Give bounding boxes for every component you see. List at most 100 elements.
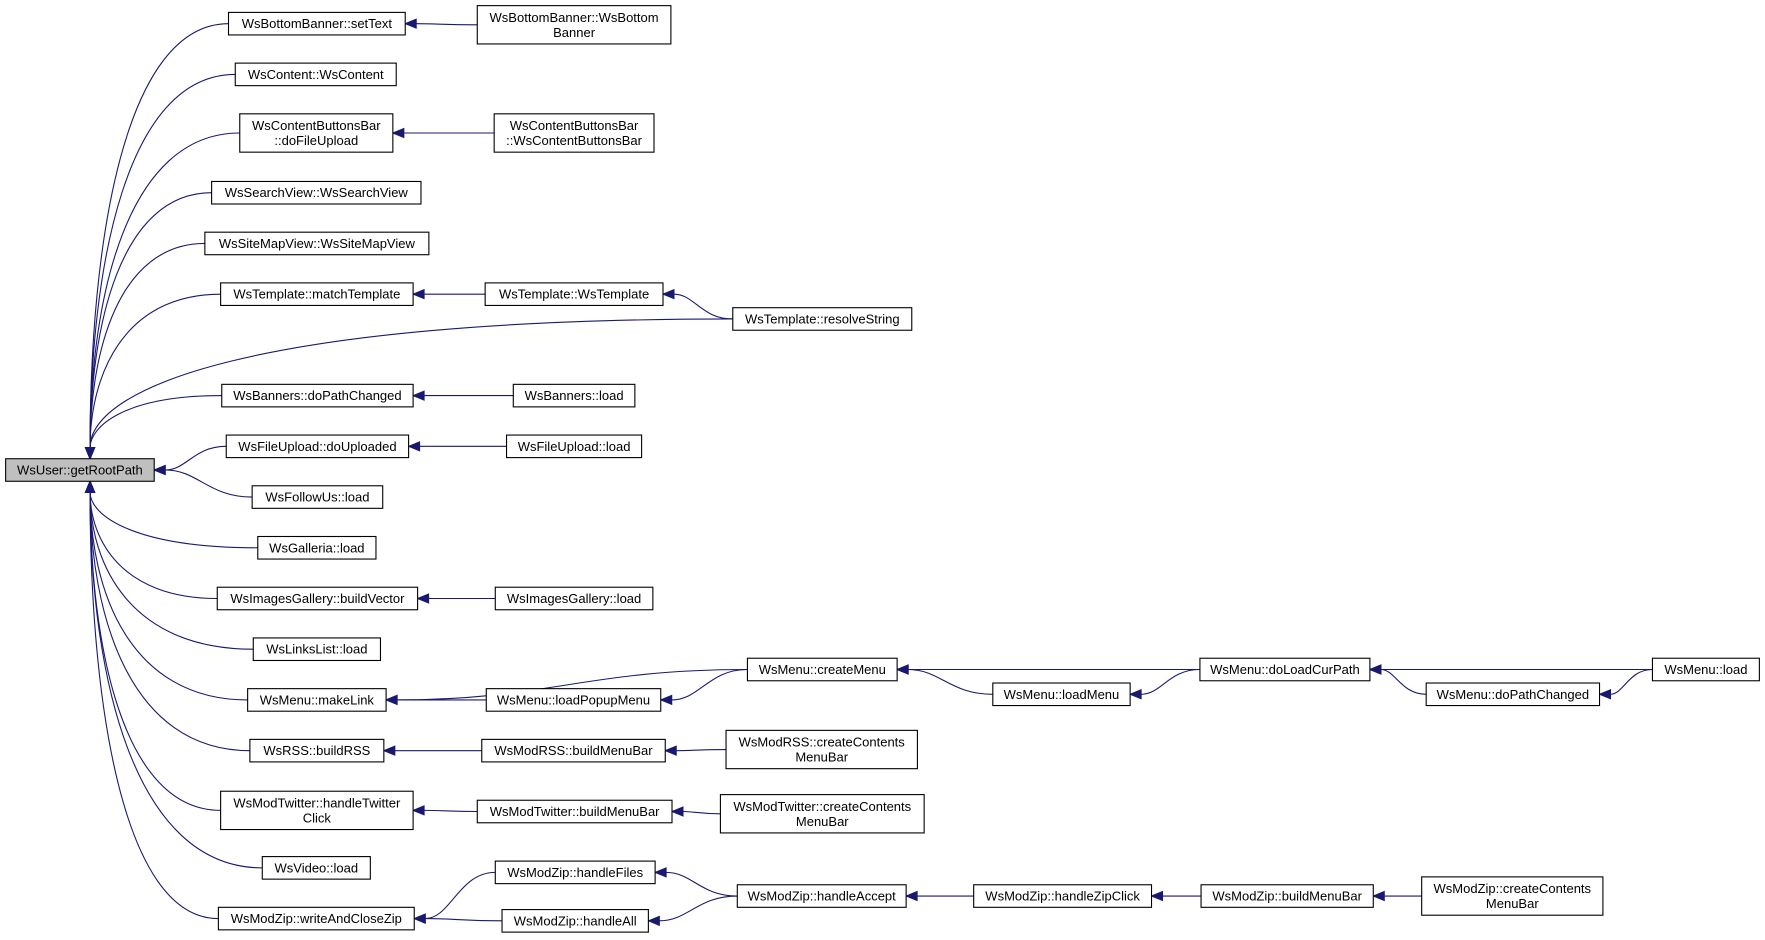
node-box[interactable] xyxy=(247,688,387,712)
node-box[interactable] xyxy=(719,794,925,834)
node-box[interactable] xyxy=(1199,657,1371,682)
node-banners-path[interactable]: WsBanners::doPathChanged xyxy=(221,383,414,408)
node-box[interactable] xyxy=(992,682,1131,707)
edge-galleria-load-to-root xyxy=(84,479,258,549)
node-box[interactable] xyxy=(493,113,655,153)
node-box[interactable] xyxy=(494,586,654,611)
edge-ig-build-to-root xyxy=(84,479,218,600)
edge-line xyxy=(425,918,503,922)
node-box[interactable] xyxy=(494,860,656,885)
node-box[interactable] xyxy=(227,11,406,36)
node-modrss-menubar[interactable]: WsModRSS::buildMenuBar xyxy=(481,738,666,763)
node-box[interactable] xyxy=(220,282,414,306)
node-box[interactable] xyxy=(1651,657,1760,682)
node-box[interactable] xyxy=(261,856,371,880)
edge-fu-load-to-fu-uploaded xyxy=(407,441,507,452)
node-box[interactable] xyxy=(220,790,414,831)
node-box[interactable] xyxy=(1425,682,1601,707)
node-box[interactable] xyxy=(476,5,672,45)
node-content-ctor[interactable]: WsContent::WsContent xyxy=(234,62,397,87)
node-box[interactable] xyxy=(476,799,673,824)
node-label: WsModZip::handleAll xyxy=(514,913,637,928)
node-box[interactable] xyxy=(204,231,430,256)
node-box[interactable] xyxy=(512,383,636,408)
node-fu-uploaded[interactable]: WsFileUpload::doUploaded xyxy=(225,434,410,459)
node-box[interactable] xyxy=(481,738,666,763)
node-bb-settext[interactable]: WsBottomBanner::setText xyxy=(227,11,406,36)
node-box[interactable] xyxy=(746,657,898,682)
node-box[interactable] xyxy=(505,434,643,459)
node-bb-ctor[interactable]: WsBottomBanner::WsBottomBanner xyxy=(476,5,672,45)
node-box[interactable] xyxy=(1421,876,1604,916)
node-box[interactable] xyxy=(251,485,384,509)
node-ig-build[interactable]: WsImagesGallery::buildVector xyxy=(216,586,419,611)
node-label: WsTemplate::matchTemplate xyxy=(233,287,400,302)
node-menu-makelink[interactable]: WsMenu::makeLink xyxy=(247,688,387,712)
node-box[interactable] xyxy=(973,884,1153,908)
node-box[interactable] xyxy=(225,434,410,459)
node-label: WsTemplate::WsTemplate xyxy=(499,287,649,302)
node-box[interactable] xyxy=(252,637,382,662)
node-zip-write[interactable]: WsModZip::writeAndCloseZip xyxy=(217,906,415,931)
node-zip-files[interactable]: WsModZip::handleFiles xyxy=(494,860,656,885)
edge-line xyxy=(89,492,254,650)
node-zip-menubar[interactable]: WsModZip::buildMenuBar xyxy=(1200,884,1374,908)
edge-bb-ctor-to-bb-settext xyxy=(403,18,478,29)
node-banners-load[interactable]: WsBanners::load xyxy=(512,383,636,408)
node-follow-load[interactable]: WsFollowUs::load xyxy=(251,485,384,509)
node-box[interactable] xyxy=(725,729,918,770)
node-tpl-match[interactable]: WsTemplate::matchTemplate xyxy=(220,282,414,306)
node-ig-load[interactable]: WsImagesGallery::load xyxy=(494,586,654,611)
node-box[interactable] xyxy=(239,113,394,153)
edge-zip-write-to-root xyxy=(84,479,219,920)
node-search-ctor[interactable]: WsSearchView::WsSearchView xyxy=(211,180,422,205)
node-box[interactable] xyxy=(5,458,155,482)
node-box[interactable] xyxy=(501,909,649,933)
node-fu-load[interactable]: WsFileUpload::load xyxy=(505,434,643,459)
arrowhead-icon xyxy=(1371,890,1385,902)
node-rss-build[interactable]: WsRSS::buildRSS xyxy=(249,738,385,763)
edge-zip-all-to-zip-write xyxy=(412,913,503,924)
node-menu-curpath[interactable]: WsMenu::doLoadCurPath xyxy=(1199,657,1371,682)
node-tw-menubar[interactable]: WsModTwitter::buildMenuBar xyxy=(476,799,673,824)
node-box[interactable] xyxy=(732,307,913,331)
node-menu-load[interactable]: WsMenu::load xyxy=(1651,657,1760,682)
edge-menu-load-to-menu-pathchanged xyxy=(1598,668,1653,700)
node-box[interactable] xyxy=(736,884,907,908)
node-cbb-upload[interactable]: WsContentButtonsBar::doFileUpload xyxy=(239,113,394,153)
node-label: WsContent::WsContent xyxy=(248,67,384,82)
node-box[interactable] xyxy=(216,586,419,611)
node-tpl-ctor[interactable]: WsTemplate::WsTemplate xyxy=(484,282,664,306)
node-box[interactable] xyxy=(485,688,662,712)
node-box[interactable] xyxy=(257,535,377,560)
node-box[interactable] xyxy=(221,383,414,408)
node-box[interactable] xyxy=(249,738,385,763)
node-zip-accept[interactable]: WsModZip::handleAccept xyxy=(736,884,907,908)
node-zip-click[interactable]: WsModZip::handleZipClick xyxy=(973,884,1153,908)
edges-layer xyxy=(84,18,1653,927)
arrowhead-icon xyxy=(661,288,675,300)
node-tpl-resolve[interactable]: WsTemplate::resolveString xyxy=(732,307,913,331)
arrowhead-icon xyxy=(411,805,425,816)
node-label: WsLinksList::load xyxy=(266,642,367,657)
node-box[interactable] xyxy=(211,180,422,205)
node-menu-popup[interactable]: WsMenu::loadPopupMenu xyxy=(485,688,662,712)
node-links-load[interactable]: WsLinksList::load xyxy=(252,637,382,662)
node-root[interactable]: WsUser::getRootPath xyxy=(5,458,155,482)
node-box[interactable] xyxy=(484,282,664,306)
node-box[interactable] xyxy=(1200,884,1374,908)
node-galleria-load[interactable]: WsGalleria::load xyxy=(257,535,377,560)
node-menu-pathchanged[interactable]: WsMenu::doPathChanged xyxy=(1425,682,1601,707)
node-cbb-ctor[interactable]: WsContentButtonsBar::WsContentButtonsBar xyxy=(493,113,655,153)
node-video-load[interactable]: WsVideo::load xyxy=(261,856,371,880)
node-menu-loadmenu[interactable]: WsMenu::loadMenu xyxy=(992,682,1131,707)
node-zip-all[interactable]: WsModZip::handleAll xyxy=(501,909,649,933)
node-sitemap-ctor[interactable]: WsSiteMapView::WsSiteMapView xyxy=(204,231,430,256)
node-menu-create[interactable]: WsMenu::createMenu xyxy=(746,657,898,682)
node-box[interactable] xyxy=(234,62,397,87)
node-box[interactable] xyxy=(217,906,415,931)
